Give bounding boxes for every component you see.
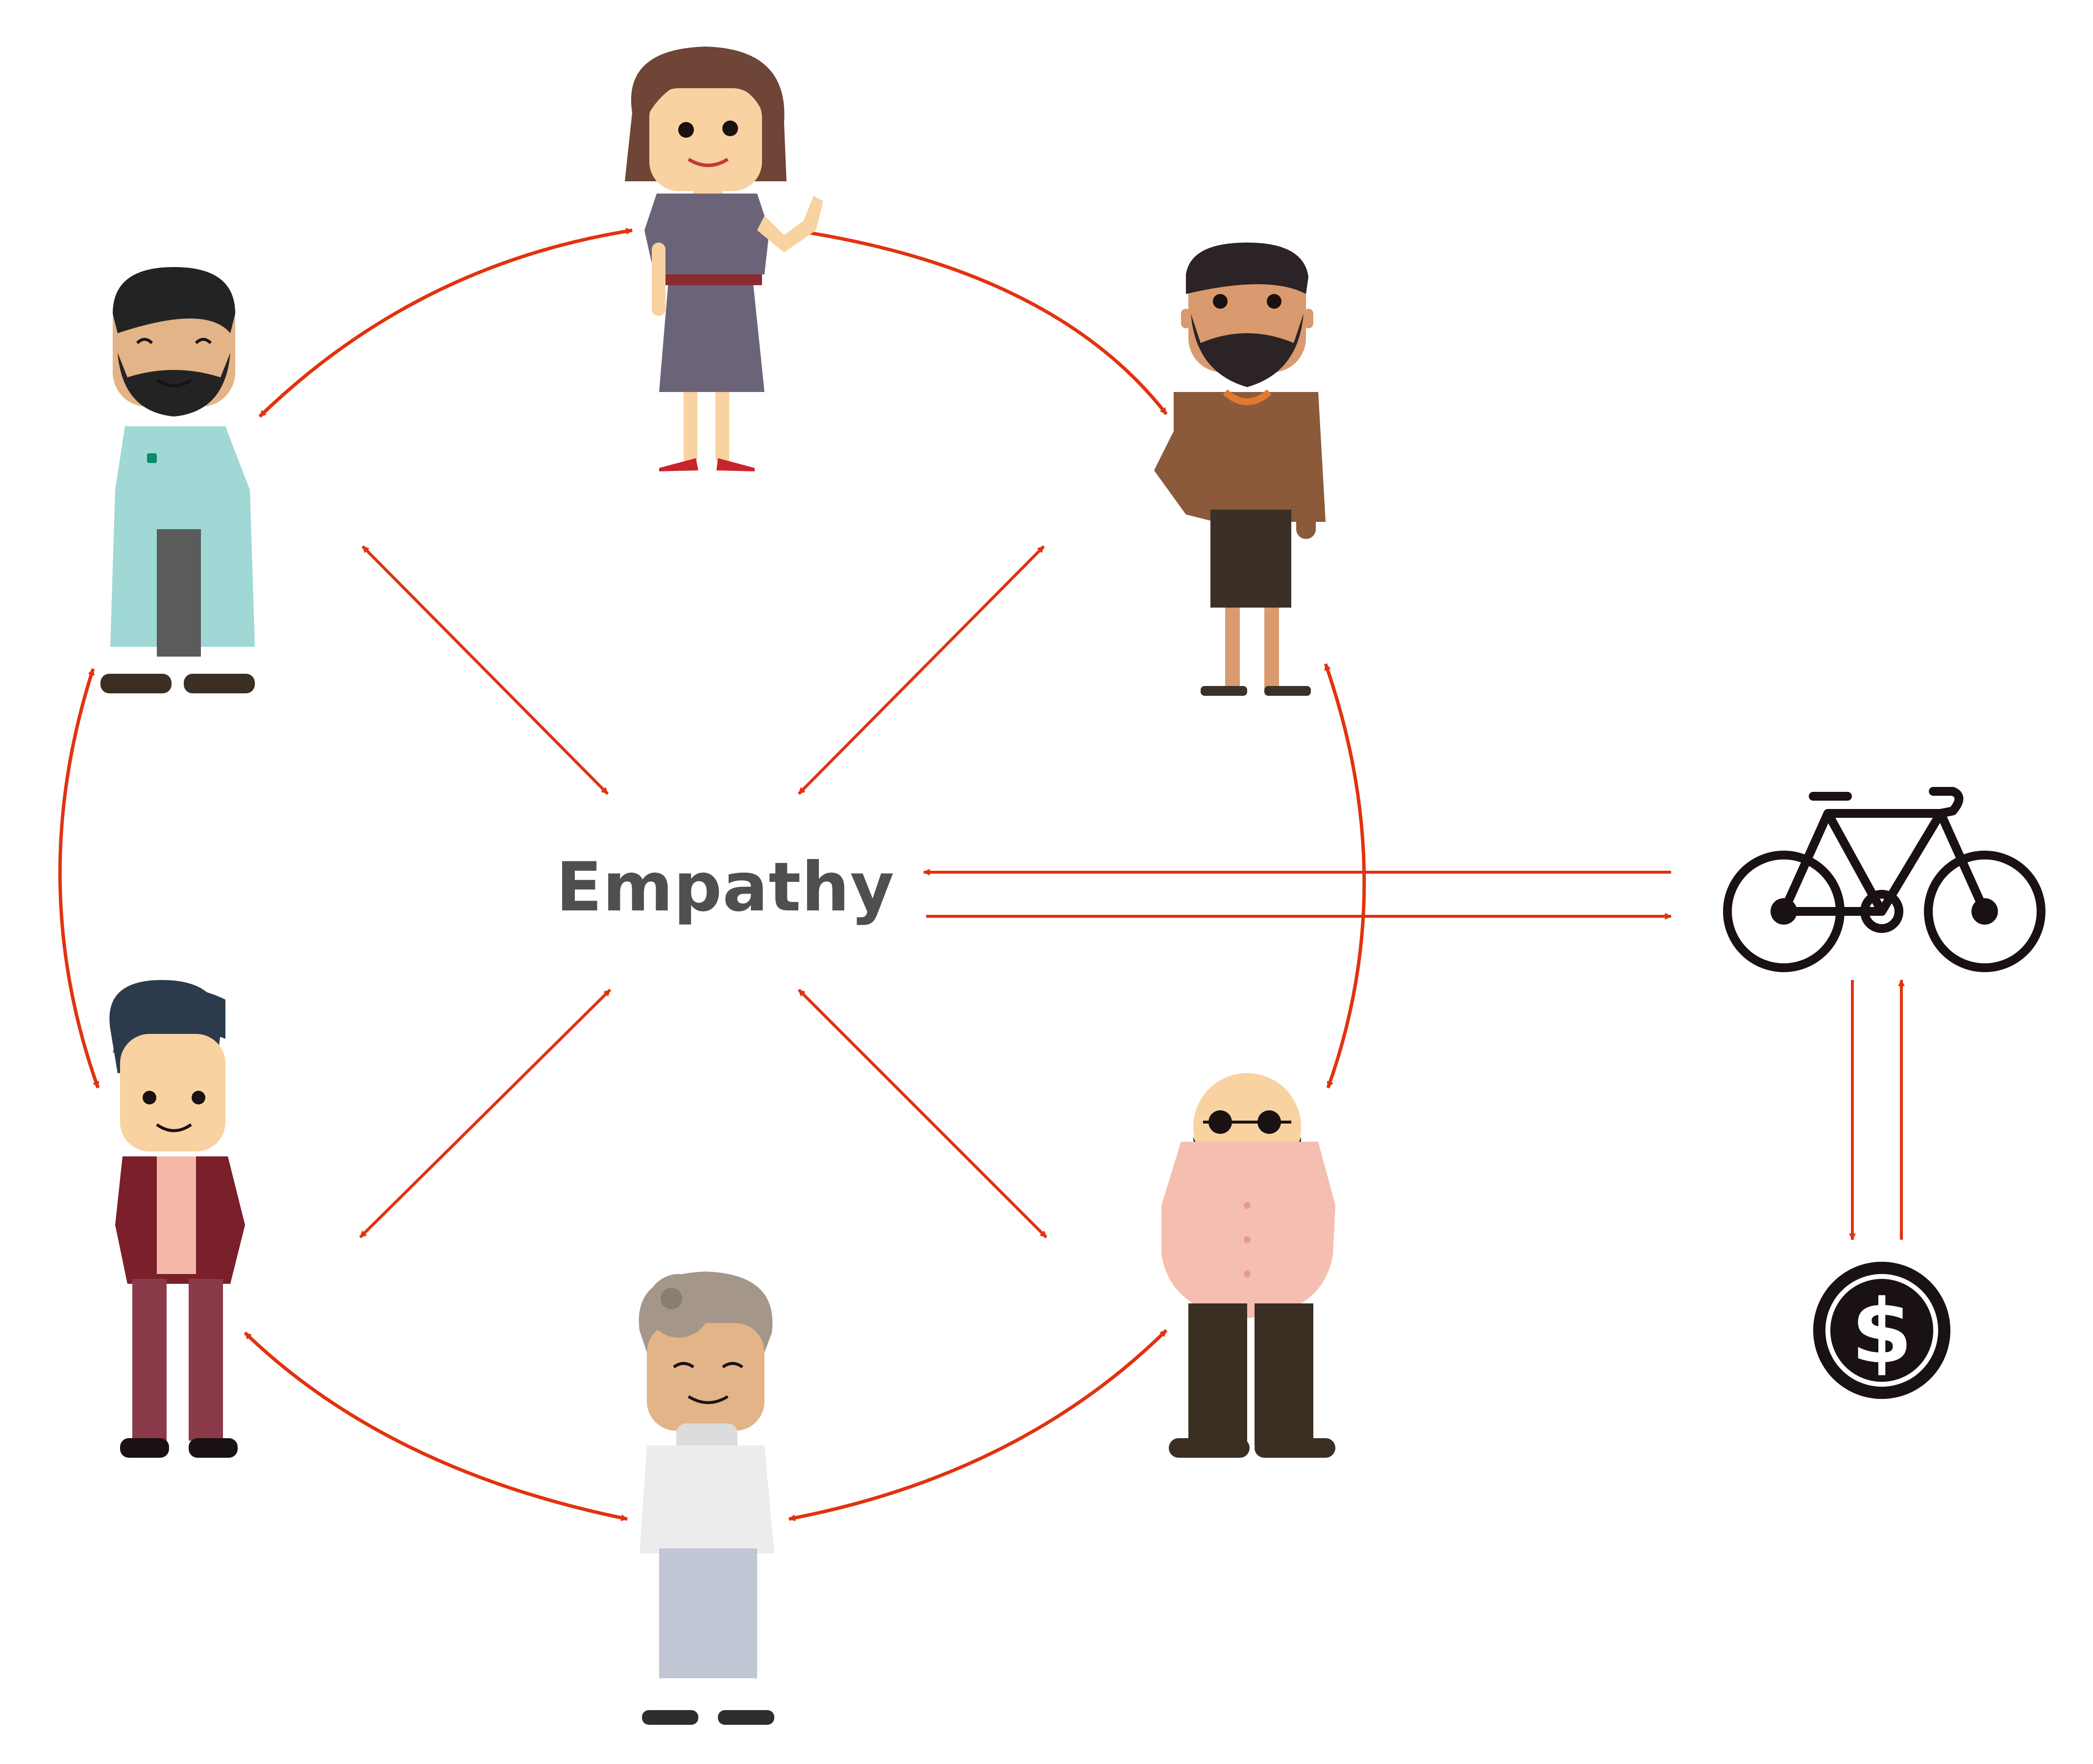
arrow-center-bottom-left [359,988,612,1239]
dollar-coin-icon: $ [1813,1262,1950,1399]
arrow-white-to-maroon [244,1331,628,1521]
arrow-woman-to-brown [793,227,1168,416]
arrow-teal-to-woman [258,228,633,418]
bicycle-icon [1723,787,2045,972]
arrow-center-top-right [797,545,1045,795]
ring-arrows [58,227,1366,1521]
woman-in-purple-dress-icon [625,47,823,471]
bearded-man-in-brown-sweater-icon [1154,243,1326,696]
arrow-center-top-left [361,545,609,795]
side-arrows [923,869,1905,1241]
bearded-man-in-teal-coat-icon [100,267,255,693]
center-arrows [359,545,1048,1239]
arrow-center-bottom-right [797,988,1048,1239]
arrow-brown-to-bald [1324,663,1366,1089]
grey-haired-man-in-white-robe-icon [639,1272,774,1725]
arrow-bald-to-white [788,1329,1168,1521]
empathy-label: Empathy [556,847,895,927]
young-man-in-maroon-suit-icon [109,980,245,1458]
dollar-symbol: $ [1851,1281,1912,1383]
arrow-maroon-to-teal [58,668,100,1089]
bald-man-in-sunglasses-icon [1161,1073,1335,1458]
